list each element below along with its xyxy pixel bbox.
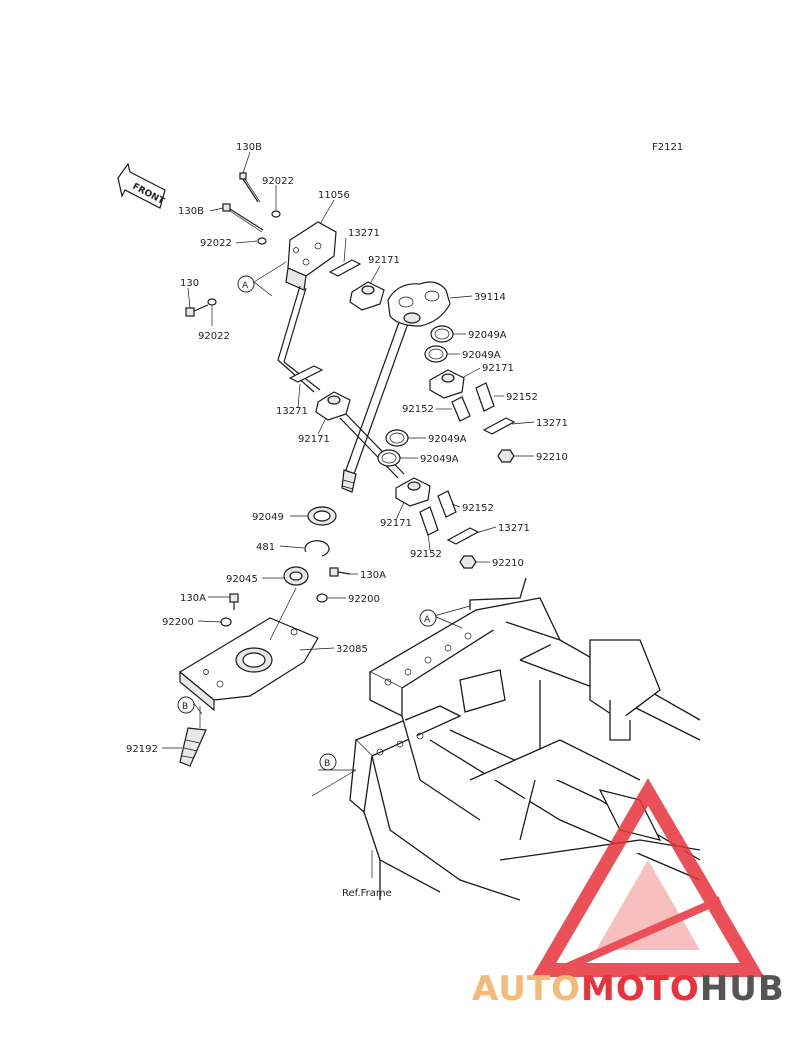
spring-92192	[179, 727, 207, 767]
circlip-481	[304, 540, 330, 557]
bushing-92171-a	[349, 281, 385, 311]
watermark-logo: AUTOMOTOHUB	[472, 778, 785, 1009]
label-92049: 92049	[252, 512, 284, 523]
svg-text:A: A	[242, 281, 249, 291]
oring-92049a-1	[430, 325, 454, 343]
callout-a-upper: A	[237, 275, 255, 293]
label-92200-right: 92200	[348, 594, 380, 605]
figure-id: F2121	[652, 142, 683, 153]
leader-lines	[162, 151, 535, 797]
label-130b-top: 130B	[236, 142, 262, 153]
washer-92022-top	[271, 210, 281, 218]
plate-13271-a	[328, 259, 362, 277]
bolt-130b-top	[239, 172, 261, 203]
label-92210-a: 92210	[536, 452, 568, 463]
triangle-logo-icon	[531, 778, 765, 977]
bracket-11056	[285, 221, 337, 291]
label-92022-left: 92022	[200, 238, 232, 249]
washer-92022-left	[257, 237, 267, 245]
label-ref-frame: Ref.Frame	[342, 888, 392, 899]
nut-92210-a	[497, 449, 515, 463]
sleeve-92152-d	[419, 506, 439, 536]
plate-13271-d	[446, 527, 480, 545]
oring-92049a-2	[424, 345, 448, 363]
label-39114: 39114	[474, 292, 506, 303]
label-130a-left: 130A	[180, 593, 206, 604]
svg-text:B: B	[324, 759, 330, 769]
label-13271-a: 13271	[348, 228, 380, 239]
label-92045: 92045	[226, 574, 258, 585]
front-arrow-icon: FRONT	[117, 162, 166, 209]
callout-b-bracket: B	[177, 696, 195, 714]
label-92171-c: 92171	[298, 434, 330, 445]
part-labels: 130B 92022 11056 130B 13271 92022 92171 …	[126, 142, 568, 899]
bushing-92171-b	[429, 369, 465, 399]
oring-92049a-3	[385, 429, 409, 447]
svg-text:AUTOMOTOHUB: AUTOMOTOHUB	[472, 969, 785, 1009]
plate-13271-b	[482, 417, 516, 435]
label-13271-d: 13271	[498, 523, 530, 534]
label-92152-b: 92152	[402, 404, 434, 415]
bracket-32085	[178, 617, 319, 712]
callout-b-frame: B	[319, 753, 337, 771]
svg-text:A: A	[424, 615, 431, 625]
label-92022-top: 92022	[262, 176, 294, 187]
watermark-part-1: AUTO	[472, 969, 581, 1009]
nut-92210-b	[459, 555, 477, 569]
seal-92049	[307, 506, 337, 526]
vehicle-frame	[349, 577, 701, 901]
label-92171-d: 92171	[380, 518, 412, 529]
label-92049a-1: 92049A	[468, 330, 507, 341]
bolt-130a-left	[229, 593, 239, 610]
plate-13271-c	[288, 365, 324, 383]
label-92049a-3: 92049A	[428, 434, 467, 445]
label-13271-c: 13271	[276, 406, 308, 417]
bolt-130	[185, 304, 209, 317]
washer-92200-left	[220, 617, 232, 627]
label-92200-left: 92200	[162, 617, 194, 628]
bolt-130a-right	[329, 567, 351, 577]
clamp-39114	[387, 281, 451, 327]
callout-a-frame: A	[419, 609, 437, 627]
washer-92200-right	[316, 593, 328, 603]
label-481: 481	[256, 542, 275, 553]
label-92049a-2: 92049A	[462, 350, 501, 361]
bearing-92045	[283, 566, 309, 586]
label-92171-b: 92171	[482, 363, 514, 374]
label-130b-left: 130B	[178, 206, 204, 217]
label-92022-low: 92022	[198, 331, 230, 342]
label-92210-b: 92210	[492, 558, 524, 569]
watermark-part-3: HUB	[700, 969, 785, 1009]
bushing-92171-c	[315, 391, 351, 421]
label-92192: 92192	[126, 744, 158, 755]
oring-92049a-4	[377, 449, 401, 467]
label-13271-b: 13271	[536, 418, 568, 429]
label-11056: 11056	[318, 190, 350, 201]
sleeve-92152-b	[451, 396, 471, 422]
label-32085: 32085	[336, 644, 368, 655]
sleeve-92152-c	[437, 490, 457, 518]
label-92152-a: 92152	[506, 392, 538, 403]
watermark-part-2: MOTO	[581, 969, 700, 1009]
label-92152-c: 92152	[462, 503, 494, 514]
label-92171-a: 92171	[368, 255, 400, 266]
svg-text:B: B	[182, 702, 188, 712]
bushing-92171-d	[395, 477, 431, 507]
label-130a-right: 130A	[360, 570, 386, 581]
sleeve-92152-a	[475, 382, 495, 412]
label-130: 130	[180, 278, 199, 289]
label-92049a-4: 92049A	[420, 454, 459, 465]
washer-92022-low	[207, 298, 217, 306]
label-92152-d: 92152	[410, 549, 442, 560]
bolt-130b-left	[222, 203, 264, 233]
